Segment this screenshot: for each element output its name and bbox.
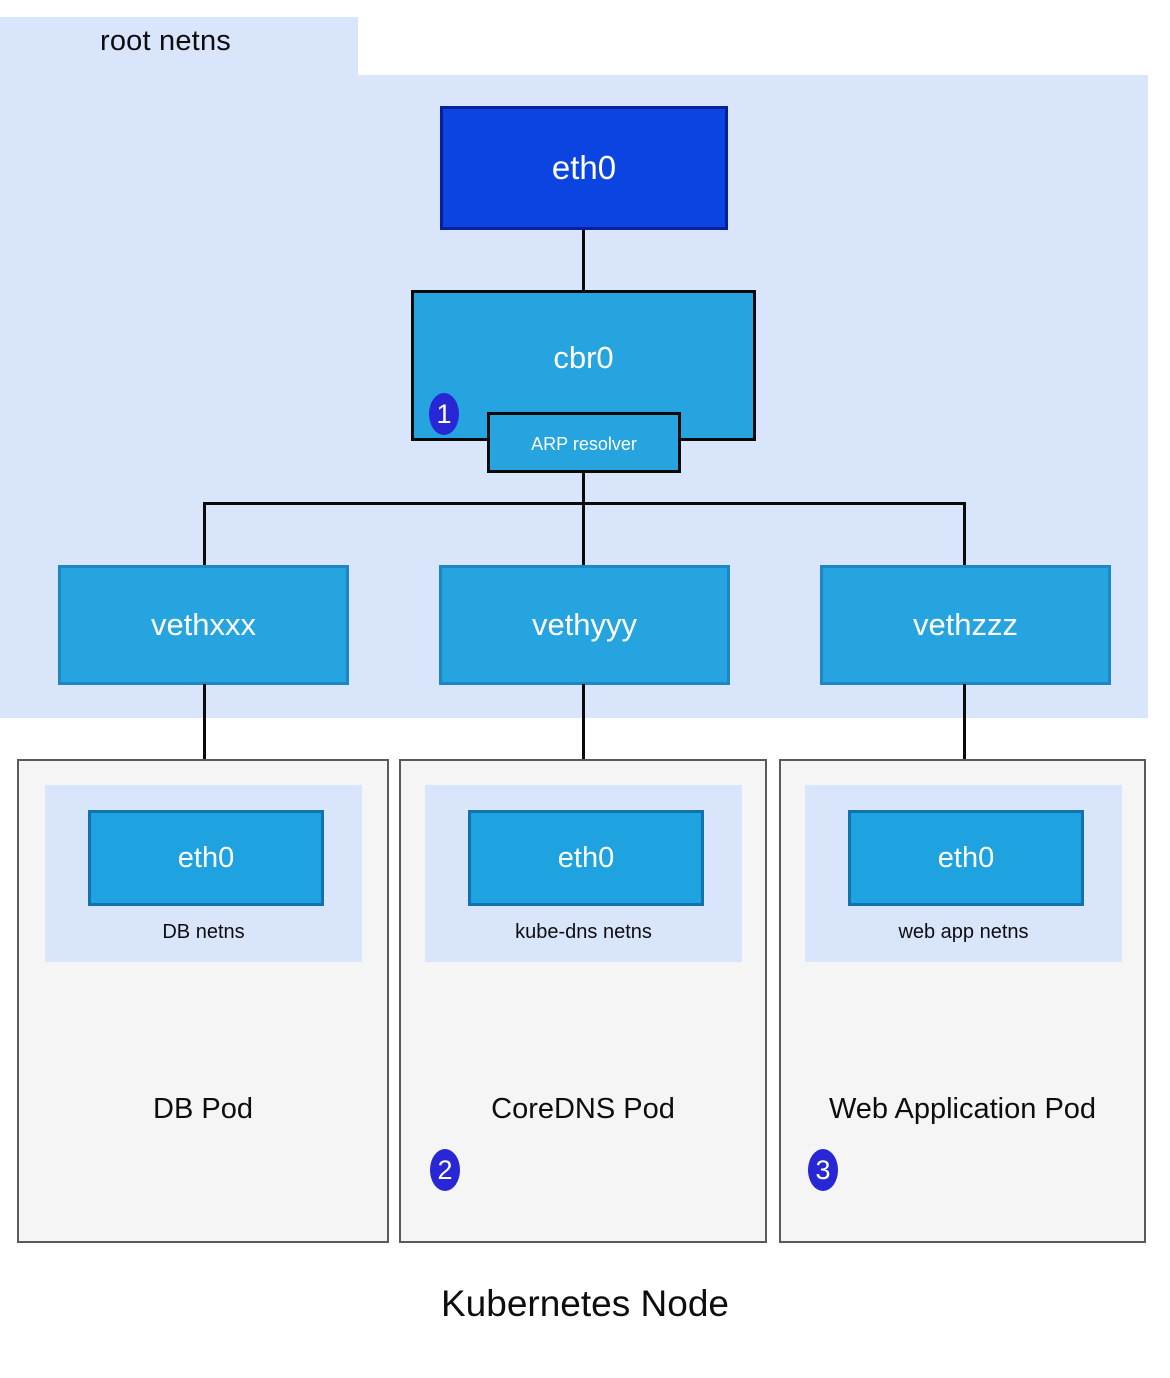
pod-coredns[interactable]: eth0 kube-dns netns CoreDNS Pod 2	[399, 759, 767, 1243]
web-app-netns-label: web app netns	[898, 921, 1029, 943]
connector-bus-to-vethyyy	[582, 502, 585, 568]
connector-vethyyy-to-coredns-eth0	[582, 684, 585, 810]
badge-1: 1	[429, 393, 459, 435]
web-app-netns-region: eth0 web app netns	[805, 785, 1122, 962]
coredns-pod-eth0-box[interactable]: eth0	[468, 810, 704, 906]
kube-dns-netns-region: eth0 kube-dns netns	[425, 785, 742, 962]
coredns-pod-title: CoreDNS Pod	[491, 1093, 675, 1125]
kube-dns-netns-label: kube-dns netns	[515, 921, 652, 943]
host-eth0-label: eth0	[551, 149, 617, 186]
veth-box-vethxxx[interactable]: vethxxx	[58, 565, 349, 685]
vethxxx-label: vethxxx	[150, 607, 257, 642]
webapp-pod-title: Web Application Pod	[828, 1093, 1097, 1125]
coredns-pod-eth0-label: eth0	[557, 841, 615, 874]
connector-vethzzz-to-webapp-eth0	[963, 684, 966, 810]
webapp-pod-eth0-label: eth0	[937, 841, 995, 874]
badge-2-number: 2	[437, 1154, 453, 1185]
db-pod-eth0-label: eth0	[177, 841, 235, 874]
diagram-caption: Kubernetes Node	[441, 1283, 729, 1324]
vethzzz-label: vethzzz	[912, 607, 1019, 642]
connector-arp-to-bus	[582, 472, 585, 505]
connector-vethxxx-to-db-eth0	[203, 684, 206, 810]
pod-web-application[interactable]: eth0 web app netns Web Application Pod 3	[779, 759, 1146, 1243]
vethyyy-label: vethyyy	[531, 607, 638, 642]
veth-box-vethzzz[interactable]: vethzzz	[820, 565, 1111, 685]
cbr0-label: cbr0	[553, 340, 614, 375]
connector-bus-to-vethxxx	[203, 502, 206, 568]
arp-resolver-box[interactable]: ARP resolver	[487, 412, 681, 473]
veth-box-vethyyy[interactable]: vethyyy	[439, 565, 730, 685]
arp-resolver-label: ARP resolver	[531, 434, 637, 454]
pod-db[interactable]: eth0 DB netns DB Pod	[17, 759, 389, 1243]
badge-2: 2	[430, 1149, 460, 1191]
connector-eth0-to-cbr0	[582, 229, 585, 291]
badge-3-number: 3	[815, 1154, 831, 1185]
badge-3: 3	[808, 1149, 838, 1191]
db-netns-label: DB netns	[162, 921, 245, 943]
webapp-pod-eth0-box[interactable]: eth0	[848, 810, 1084, 906]
connector-bus-to-vethzzz	[963, 502, 966, 568]
host-eth0-box[interactable]: eth0	[440, 106, 728, 230]
db-pod-eth0-box[interactable]: eth0	[88, 810, 324, 906]
root-netns-label: root netns	[100, 25, 231, 57]
root-netns-background-upper	[0, 17, 358, 75]
db-pod-title: DB Pod	[153, 1093, 253, 1125]
db-netns-region: eth0 DB netns	[45, 785, 362, 962]
badge-1-number: 1	[436, 398, 452, 429]
